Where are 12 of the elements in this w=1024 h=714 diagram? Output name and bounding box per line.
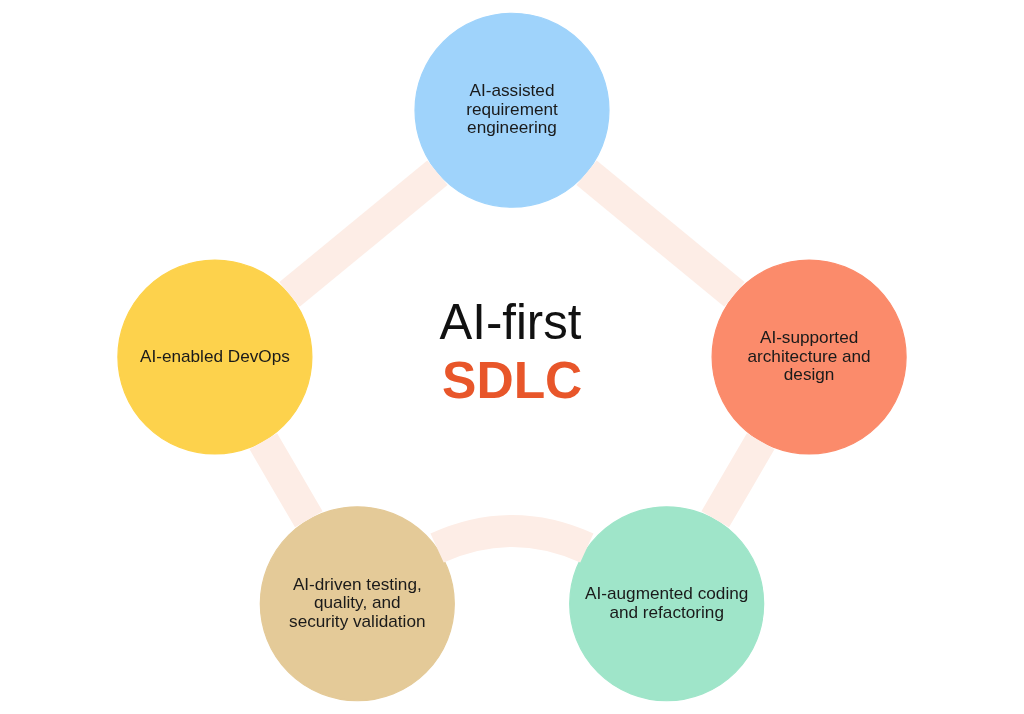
label: AI-first bbox=[439, 294, 582, 349]
label: SDLC bbox=[442, 351, 583, 410]
connector bbox=[430, 515, 594, 563]
node-circle: AI-augmented coding and refactoring bbox=[569, 506, 765, 702]
connector bbox=[701, 433, 775, 528]
node-circle: AI-enabled DevOps bbox=[117, 259, 313, 455]
node-circle: AI-driven testing, quality, and security validation bbox=[259, 506, 455, 702]
connector bbox=[249, 433, 323, 528]
connector bbox=[576, 160, 745, 307]
node-circle: AI-supported architecture and design bbox=[711, 259, 907, 455]
node-circle: AI-assisted requirement engineering bbox=[414, 12, 610, 208]
connector bbox=[279, 160, 448, 307]
